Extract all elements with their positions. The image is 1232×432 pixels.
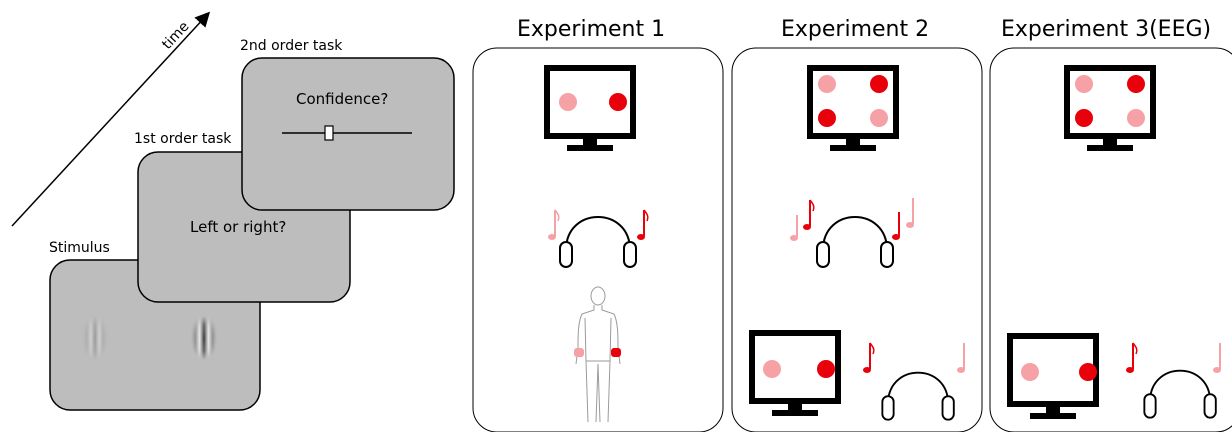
experiment-3-column: Experiment 3(EEG) xyxy=(989,17,1232,432)
second-order-label: 2nd order task xyxy=(240,38,343,54)
task-timeline: time Stimulus 1st order task Left or rig… xyxy=(11,11,455,411)
music-note-icon xyxy=(863,342,875,373)
time-arrow xyxy=(11,11,211,227)
gabor-patch-icon xyxy=(81,316,109,360)
gabor-patch-icon xyxy=(190,316,218,360)
monitor-icon xyxy=(1010,336,1097,419)
second-order-question: Confidence? xyxy=(296,90,388,108)
left-wrist-marker xyxy=(574,348,584,357)
music-note-icon xyxy=(1126,342,1138,373)
monitor-icon xyxy=(752,333,838,416)
first-order-question: Left or right? xyxy=(190,218,286,236)
music-note-icon xyxy=(790,215,798,241)
music-note-icon xyxy=(892,212,900,240)
experiment-1-panel xyxy=(472,47,724,432)
music-note-icon xyxy=(548,209,560,240)
monitor-icon xyxy=(1067,68,1153,151)
first-order-label: 1st order task xyxy=(134,131,232,147)
human-body-icon xyxy=(575,286,621,423)
music-note-icon xyxy=(637,209,649,240)
experiment-2-title: Experiment 2 xyxy=(781,17,929,42)
experiment-2-column: Experiment 2 xyxy=(731,17,983,432)
experiment-1-column: Experiment 1 xyxy=(472,17,724,432)
right-wrist-marker xyxy=(611,348,621,357)
music-note-icon xyxy=(906,198,914,228)
second-order-panel xyxy=(241,57,455,211)
monitor-icon xyxy=(810,68,896,151)
music-note-icon xyxy=(957,343,965,373)
experiment-1-title: Experiment 1 xyxy=(517,17,665,42)
experiment-3-title: Experiment 3(EEG) xyxy=(1001,17,1211,42)
monitor-icon xyxy=(547,68,633,151)
music-note-icon xyxy=(1213,343,1221,373)
slider-icon xyxy=(282,125,412,141)
music-note-icon xyxy=(803,199,815,230)
stimulus-label: Stimulus xyxy=(49,240,110,256)
